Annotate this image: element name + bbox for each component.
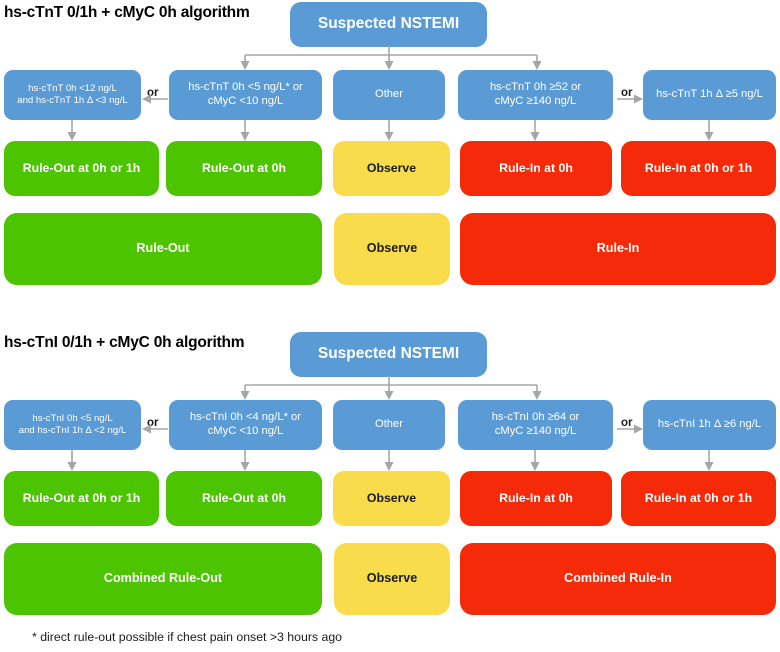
- criteria-rulein-0h-line1: hs-cTnI 0h ≥64 or: [491, 411, 580, 424]
- summary-observe: Observe: [334, 543, 450, 615]
- criteria-ruleout-1h-line1: hs-cTnI 0h <5 ng/L: [32, 413, 113, 425]
- criteria-ruleout-0h-line2: cMyC <10 ng/L: [207, 425, 284, 437]
- criteria-rulein-0h: hs-cTnI 0h ≥64 or cMyC ≥140 ng/L: [458, 400, 613, 450]
- criteria-ruleout-1h-line2: and hs-cTnI 1h Δ <2 ng/L: [18, 425, 127, 436]
- or-label-left: or: [147, 417, 159, 429]
- summary-combined-ruleout: Combined Rule-Out: [4, 543, 322, 615]
- criteria-rulein-0h-line1: hs-cTnT 0h ≥52 or: [489, 81, 582, 94]
- criteria-observe-other: Other: [333, 400, 445, 450]
- footnote-direct-ruleout: * direct rule-out possible if chest pain…: [32, 630, 342, 644]
- criteria-rulein-1h: hs-cTnI 1h Δ ≥6 ng/L: [643, 400, 776, 450]
- outcome-rulein-0h: Rule-In at 0h: [460, 471, 612, 526]
- connector-criteria-to-outcomes: [67, 450, 714, 471]
- summary-rulein: Rule-In: [460, 213, 776, 285]
- criteria-ruleout-0h: hs-cTnI 0h <4 ng/L* or cMyC <10 ng/L: [169, 400, 322, 450]
- criteria-rulein-1h: hs-cTnT 1h Δ ≥5 ng/L: [643, 70, 776, 120]
- algorithm-title-hs-ctnt: hs-cTnT 0/1h + cMyC 0h algorithm: [4, 4, 250, 21]
- connector-root-split: [240, 376, 542, 400]
- summary-observe: Observe: [334, 213, 450, 285]
- outcome-rulein-0h-or-1h: Rule-In at 0h or 1h: [621, 471, 776, 526]
- outcome-observe: Observe: [333, 471, 450, 526]
- criteria-ruleout-1h-line1: hs-cTnT 0h <12 ng/L: [28, 83, 117, 95]
- criteria-ruleout-0h-line1: hs-cTnI 0h <4 ng/L* or: [189, 411, 301, 424]
- or-label-left: or: [147, 87, 159, 99]
- connector-root-split: [240, 46, 542, 70]
- outcome-ruleout-0h: Rule-Out at 0h: [166, 471, 322, 526]
- criteria-ruleout-1h: hs-cTnT 0h <12 ng/L and hs-cTnT 1h Δ <3 …: [4, 70, 141, 120]
- outcome-ruleout-0h-or-1h: Rule-Out at 0h or 1h: [4, 141, 159, 196]
- root-node-suspected-nstemi: Suspected NSTEMI: [290, 2, 487, 47]
- or-label-right: or: [621, 87, 633, 99]
- criteria-ruleout-1h: hs-cTnI 0h <5 ng/L and hs-cTnI 1h Δ <2 n…: [4, 400, 141, 450]
- outcome-ruleout-0h: Rule-Out at 0h: [166, 141, 322, 196]
- criteria-rulein-0h-line2: cMyC ≥140 ng/L: [494, 425, 577, 437]
- outcome-ruleout-0h-or-1h: Rule-Out at 0h or 1h: [4, 471, 159, 526]
- criteria-ruleout-0h-line1: hs-cTnT 0h <5 ng/L* or: [188, 81, 303, 94]
- or-label-right: or: [621, 417, 633, 429]
- summary-ruleout: Rule-Out: [4, 213, 322, 285]
- outcome-rulein-0h: Rule-In at 0h: [460, 141, 612, 196]
- connector-criteria-to-outcomes: [67, 120, 714, 141]
- outcome-observe: Observe: [333, 141, 450, 196]
- criteria-ruleout-0h: hs-cTnT 0h <5 ng/L* or cMyC <10 ng/L: [169, 70, 322, 120]
- algorithm-title-hs-ctni: hs-cTnI 0/1h + cMyC 0h algorithm: [4, 334, 245, 351]
- criteria-ruleout-0h-line2: cMyC <10 ng/L: [207, 95, 284, 107]
- outcome-rulein-0h-or-1h: Rule-In at 0h or 1h: [621, 141, 776, 196]
- criteria-rulein-0h-line2: cMyC ≥140 ng/L: [494, 95, 577, 107]
- criteria-observe-other: Other: [333, 70, 445, 120]
- root-node-suspected-nstemi: Suspected NSTEMI: [290, 332, 487, 377]
- criteria-rulein-0h: hs-cTnT 0h ≥52 or cMyC ≥140 ng/L: [458, 70, 613, 120]
- criteria-ruleout-1h-line2: and hs-cTnT 1h Δ <3 ng/L: [17, 95, 128, 106]
- summary-combined-rulein: Combined Rule-In: [460, 543, 776, 615]
